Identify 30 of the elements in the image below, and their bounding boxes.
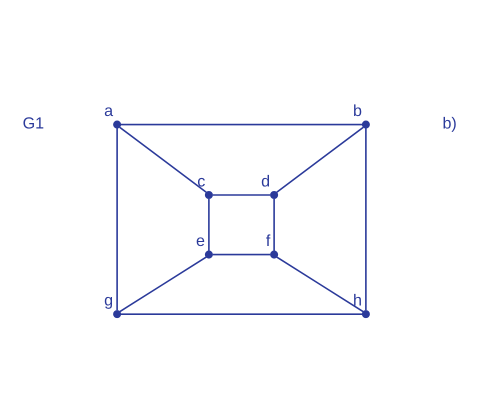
node-label: e bbox=[196, 232, 205, 250]
node-label: b bbox=[352, 102, 362, 120]
node-label: g bbox=[104, 291, 114, 310]
connector bbox=[208, 198, 210, 250]
connector bbox=[119, 126, 207, 192]
node-circle bbox=[204, 250, 213, 258]
node-circle bbox=[270, 250, 278, 258]
node-label: h bbox=[352, 291, 362, 310]
node-label: d bbox=[261, 172, 270, 190]
connector bbox=[120, 256, 207, 312]
node-circle bbox=[362, 310, 370, 318]
connector bbox=[212, 194, 270, 196]
connector bbox=[365, 128, 367, 310]
node-circle bbox=[204, 190, 213, 199]
connector bbox=[276, 256, 364, 312]
node-circle bbox=[113, 120, 122, 128]
node-label: f bbox=[266, 232, 270, 250]
connector bbox=[212, 253, 270, 255]
node-label: a bbox=[104, 102, 114, 120]
connector bbox=[120, 123, 362, 125]
label: G1 bbox=[22, 114, 44, 132]
node-circle bbox=[270, 190, 278, 199]
connector bbox=[273, 198, 275, 250]
connector bbox=[116, 128, 118, 310]
node-circle bbox=[362, 120, 370, 128]
label: b) bbox=[442, 114, 457, 132]
connector bbox=[276, 126, 364, 192]
connector bbox=[120, 312, 362, 314]
node-label: c bbox=[197, 172, 206, 190]
node-circle bbox=[113, 310, 122, 318]
